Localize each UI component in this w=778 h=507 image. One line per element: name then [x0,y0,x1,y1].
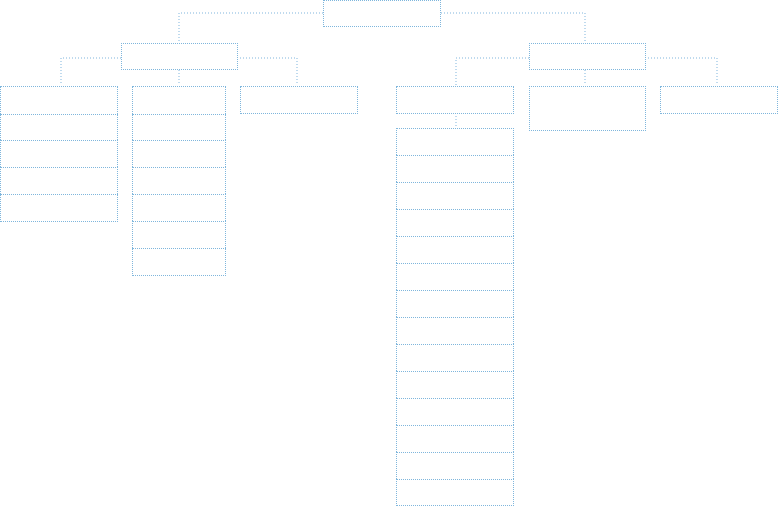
left-child-b-header [132,86,226,114]
right-child-a-node [396,86,514,114]
connector-right-a [455,57,529,85]
right-child-a-stack [396,128,514,506]
list-item [396,263,514,290]
list-item [396,425,514,452]
left-child-a-stack [0,86,118,222]
list-item [132,140,226,167]
root-node [323,0,441,27]
left-child-b-stack [132,86,226,276]
list-item [132,114,226,140]
list-item [0,194,118,222]
list-item [396,452,514,479]
list-item [132,167,226,194]
branch-left-node [121,43,238,70]
list-item [396,290,514,317]
right-child-b-node [529,86,646,131]
list-item [0,140,118,167]
connector-left-c [237,57,298,85]
list-item [396,371,514,398]
list-item [396,182,514,209]
connector-left-a [60,57,121,85]
list-item [396,128,514,155]
left-child-a-header [0,86,118,114]
list-item [396,479,514,506]
list-item [396,155,514,182]
list-item [396,209,514,236]
connector-root-right [441,12,586,42]
right-child-c-node [660,86,778,114]
connector-right-c [645,57,718,85]
list-item [0,167,118,194]
list-item [132,194,226,221]
connector-root-left [178,12,323,42]
list-item [396,398,514,425]
list-item [396,344,514,371]
list-item [396,236,514,263]
list-item [0,114,118,140]
left-child-c-node [240,86,358,114]
list-item [396,317,514,344]
branch-right-node [529,43,646,70]
list-item [132,248,226,276]
list-item [132,221,226,248]
